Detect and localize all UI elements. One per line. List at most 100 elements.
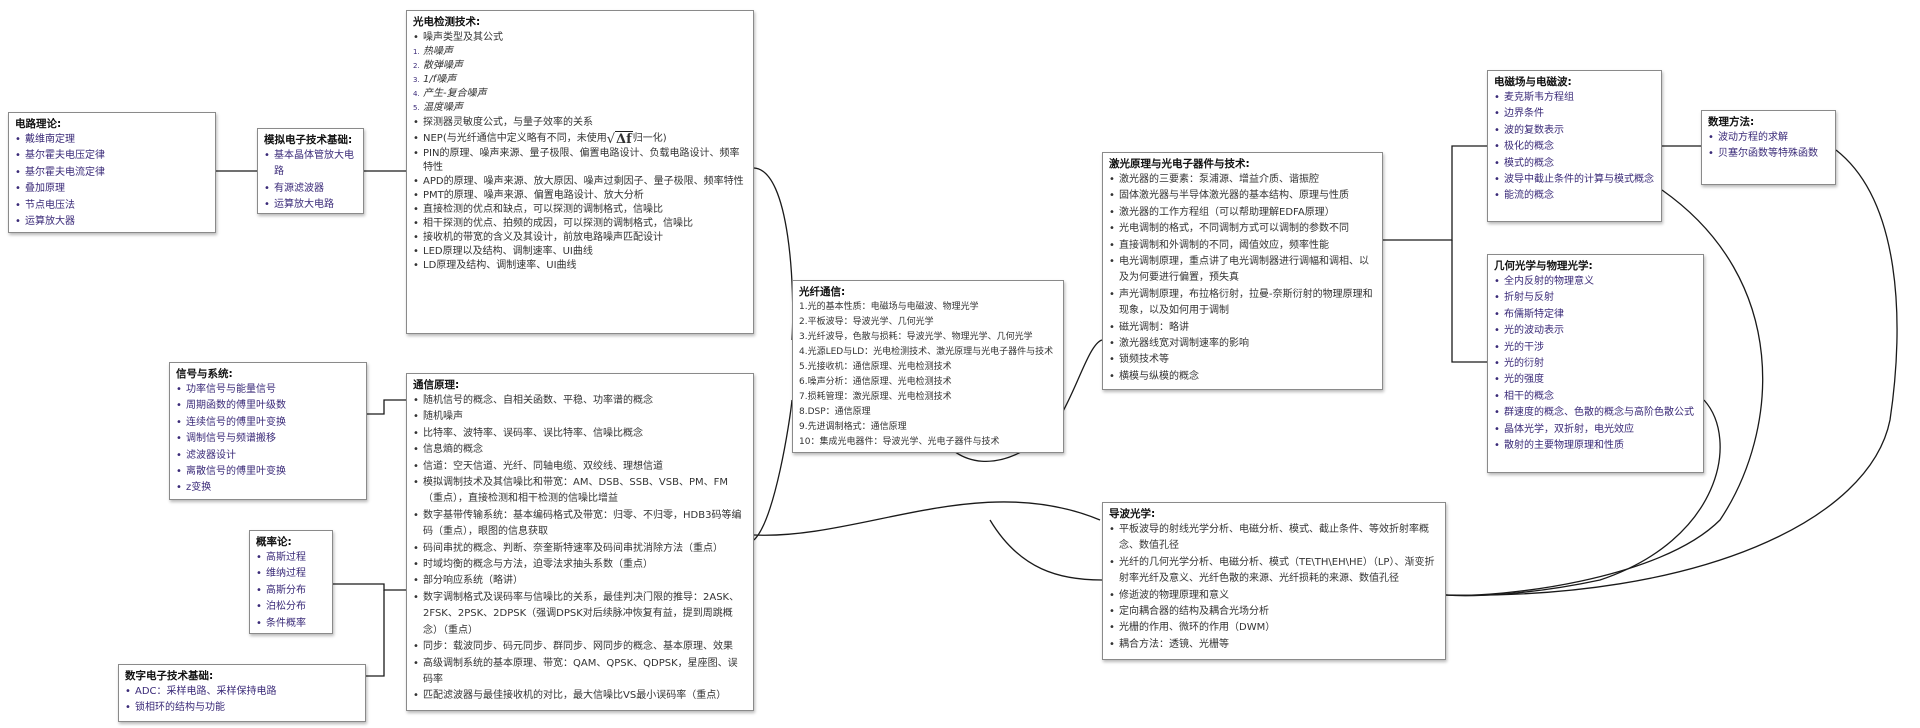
node-signals-systems: 信号与系统: 功率信号与能量信号 周期函数的傅里叶级数 连续信号的傅里叶变换 调… — [169, 362, 367, 500]
list-item: 随机噪声 — [413, 409, 747, 426]
node-title: 电路理论: — [15, 118, 62, 130]
list-item: 高级调制系统的基本原理、带宽：QAM、QPSK、QDPSK，星座图、误码率 — [413, 656, 747, 689]
node-circuit-theory: 电路理论: 戴维南定理 基尔霍夫电压定律 基尔霍夫电流定律 叠加原理 节点电压法… — [8, 112, 216, 233]
list-item: 光的强度 — [1494, 372, 1697, 389]
list-item: 模拟调制技术及其信噪比和带宽：AM、DSB、SSB、VSB、PM、FM（重点），… — [413, 475, 747, 508]
node-title: 数字电子技术基础: — [125, 670, 214, 682]
list-item: 波动方程的求解 — [1708, 130, 1829, 147]
list-item: 光的波动表示 — [1494, 323, 1697, 340]
list-item: 磁光调制：略讲 — [1109, 320, 1376, 337]
list-item: 声光调制原理，布拉格衍射，拉曼-奈斯衍射的物理原理和现象，以及如何用于调制 — [1109, 287, 1376, 320]
link-comm-guided — [753, 501, 1101, 536]
node-geometric-physical-optics: 几何光学与物理光学: 全内反射的物理意义 折射与反射 布儒斯特定律 光的波动表示… — [1487, 254, 1704, 473]
list-item: 运算放大器 — [15, 214, 209, 231]
list-item: 9.先进调制格式：通信原理 — [799, 422, 907, 432]
list-item: 8.DSP：通信原理 — [799, 407, 871, 417]
node-title: 模拟电子技术基础: — [264, 134, 353, 146]
list-item: 叠加原理 — [15, 181, 209, 198]
node-guided-wave-optics: 导波光学: 平板波导的射线光学分析、电磁分析、模式、截止条件、等效折射率概念、数… — [1102, 502, 1446, 660]
list-item: 相干的概念 — [1494, 389, 1697, 406]
list-item-nep: NEP(与光纤通信中定义略有不同，未使用√Δf归一化) — [413, 130, 747, 147]
node-electromagnetics: 电磁场与电磁波: 麦克斯韦方程组 边界条件 波的复数表示 极化的概念 模式的概念… — [1487, 70, 1662, 222]
link-laser-em — [1383, 145, 1487, 241]
node-title: 数理方法: — [1708, 116, 1755, 128]
list-item: 运算放大电路 — [264, 197, 357, 213]
list-item: 基尔霍夫电流定律 — [15, 165, 209, 182]
list-item: 基本晶体管放大电路 — [264, 148, 357, 181]
list-item: PIN的原理、噪声来源、量子极限、偏置电路设计、负载电路设计、频率特性 — [413, 147, 747, 175]
node-title: 信号与系统: — [176, 368, 233, 380]
list-item: 晶体光学，双折射，电光效应 — [1494, 422, 1697, 439]
list-item: 调制信号与频谱搬移 — [176, 431, 360, 448]
list-item: 激光器的三要素：泵浦源、增益介质、谐振腔 — [1109, 172, 1376, 189]
list-item: 布儒斯特定律 — [1494, 307, 1697, 324]
node-analog-electronics: 模拟电子技术基础: 基本晶体管放大电路 有源滤波器 运算放大电路 — [257, 128, 364, 214]
item-list: 波动方程的求解 贝塞尔函数等特殊函数 — [1708, 130, 1829, 163]
link-comm-fiber — [753, 399, 793, 541]
list-item: 直接调制和外调制的不同，阈值效应，频率性能 — [1109, 238, 1376, 255]
link-em-guided — [1445, 189, 1764, 596]
node-communication-principles: 通信原理: 随机信号的概念、自相关函数、平稳、功率谱的概念 随机噪声 比特率、波… — [406, 373, 754, 711]
list-item: 戴维南定理 — [15, 132, 209, 149]
list-item: LD原理及结构、调制速率、UI曲线 — [413, 259, 747, 273]
list-item: LED原理以及结构、调制速率、UI曲线 — [413, 245, 747, 259]
list-item: PMT的原理、噪声来源、偏置电路设计、放大分析 — [413, 189, 747, 203]
node-fiber-communication: 光纤通信: 1.光的基本性质：电磁场与电磁波、物理光学 2.平板波导：导波光学、… — [792, 280, 1064, 453]
node-title: 光电检测技术: — [413, 16, 481, 28]
node-title: 导波光学: — [1109, 508, 1156, 520]
list-item: 同步：载波同步、码元同步、群同步、网同步的概念、基本原理、效果 — [413, 639, 747, 656]
node-title: 电磁场与电磁波: — [1494, 76, 1572, 88]
list-item: 匹配滤波器与最佳接收机的对比，最大信噪比VS最小误码率（重点） — [413, 688, 747, 705]
list-item: 锁相环的结构与功能 — [125, 700, 359, 717]
list-item: 直接检测的优点和缺点，可以探测的调制格式，信噪比 — [413, 203, 747, 217]
node-photodetection: 光电检测技术: 噪声类型及其公式 1.热噪声 2.散弹噪声 3.1/f噪声 4.… — [406, 10, 754, 334]
list-item: ADC：采样电路、采样保持电路 — [125, 684, 359, 701]
list-item: 模式的概念 — [1494, 156, 1655, 173]
list-item: 平板波导的射线光学分析、电磁分析、模式、截止条件、等效折射率概念、数值孔径 — [1109, 522, 1439, 555]
item-list: 麦克斯韦方程组 边界条件 波的复数表示 极化的概念 模式的概念 波导中截止条件的… — [1494, 90, 1655, 205]
list-item: 5.光接收机：通信原理、光电检测技术 — [799, 362, 952, 372]
list-item: 边界条件 — [1494, 106, 1655, 123]
list-item: 基尔霍夫电压定律 — [15, 148, 209, 165]
item-list: 基本晶体管放大电路 有源滤波器 运算放大电路 — [264, 148, 357, 213]
link-math-guided — [1445, 149, 1898, 596]
list-item: 维纳过程 — [256, 566, 326, 583]
item-list: 噪声类型及其公式 1.热噪声 2.散弹噪声 3.1/f噪声 4.产生-复合噪声 … — [413, 30, 747, 273]
list-item: 相干探测的优点、拍频的成因，可以探测的调制格式，信噪比 — [413, 217, 747, 231]
item-list: 高斯过程 维纳过程 高斯分布 泊松分布 条件概率 — [256, 550, 326, 632]
list-item: 激光器的工作方程组（可以帮助理解EDFA原理） — [1109, 205, 1376, 222]
list-item: 时域均衡的概念与方法，迫零法求抽头系数（重点） — [413, 557, 747, 574]
list-item: 高斯过程 — [256, 550, 326, 567]
link-digital-comm — [366, 590, 385, 677]
list-item: 1.光的基本性质：电磁场与电磁波、物理光学 — [799, 302, 979, 312]
list-item: 比特率、波特率、误码率、误比特率、信噪比概念 — [413, 426, 747, 443]
list-item: 能流的概念 — [1494, 188, 1655, 205]
list-item: 2.平板波导：导波光学、几何光学 — [799, 317, 934, 327]
list-item: 电光调制原理，重点讲了电光调制器进行调幅和调相、以及为何要进行偏置，预失真 — [1109, 254, 1376, 287]
item-list: 1.光的基本性质：电磁场与电磁波、物理光学 2.平板波导：导波光学、几何光学 3… — [799, 300, 1057, 450]
list-item: 条件概率 — [256, 616, 326, 633]
item-list: 功率信号与能量信号 周期函数的傅里叶级数 连续信号的傅里叶变换 调制信号与频谱搬… — [176, 382, 360, 497]
list-item: APD的原理、噪声来源、放大原因、噪声过剩因子、量子极限、频率特性 — [413, 175, 747, 189]
list-item: 滤波器设计 — [176, 448, 360, 465]
list-item: 贝塞尔函数等特殊函数 — [1708, 146, 1829, 163]
list-item: 全内反射的物理意义 — [1494, 274, 1697, 291]
sqrt-symbol: √Δf — [606, 131, 633, 147]
list-item: 光的干涉 — [1494, 340, 1697, 357]
sub-item: 1.热噪声 — [413, 46, 453, 57]
list-item: 数字基带传输系统：基本编码格式及带宽：归零、不归零，HDB3码等编码（重点），眼… — [413, 508, 747, 541]
list-item: 固体激光器与半导体激光器的基本结构、原理与性质 — [1109, 188, 1376, 205]
node-math-methods: 数理方法: 波动方程的求解 贝塞尔函数等特殊函数 — [1701, 110, 1836, 185]
node-title: 激光原理与光电子器件与技术: — [1109, 158, 1250, 170]
list-item: 散射的主要物理原理和性质 — [1494, 438, 1697, 455]
list-item: 探测器灵敏度公式，与量子效率的关系 — [413, 115, 747, 130]
list-item: 部分响应系统（略讲） — [413, 573, 747, 590]
node-probability: 概率论: 高斯过程 维纳过程 高斯分布 泊松分布 条件概率 — [249, 530, 333, 634]
link-geo-guided — [1445, 399, 1721, 597]
list-item: 波导中截止条件的计算与模式概念 — [1494, 172, 1655, 189]
list-item: 激光器线宽对调制速率的影响 — [1109, 336, 1376, 353]
list-item: 定向耦合器的结构及耦合光场分析 — [1109, 604, 1439, 621]
list-item: 节点电压法 — [15, 198, 209, 215]
item-list: 平板波导的射线光学分析、电磁分析、模式、截止条件、等效折射率概念、数值孔径 光纤… — [1109, 522, 1439, 654]
node-title: 概率论: — [256, 536, 292, 548]
